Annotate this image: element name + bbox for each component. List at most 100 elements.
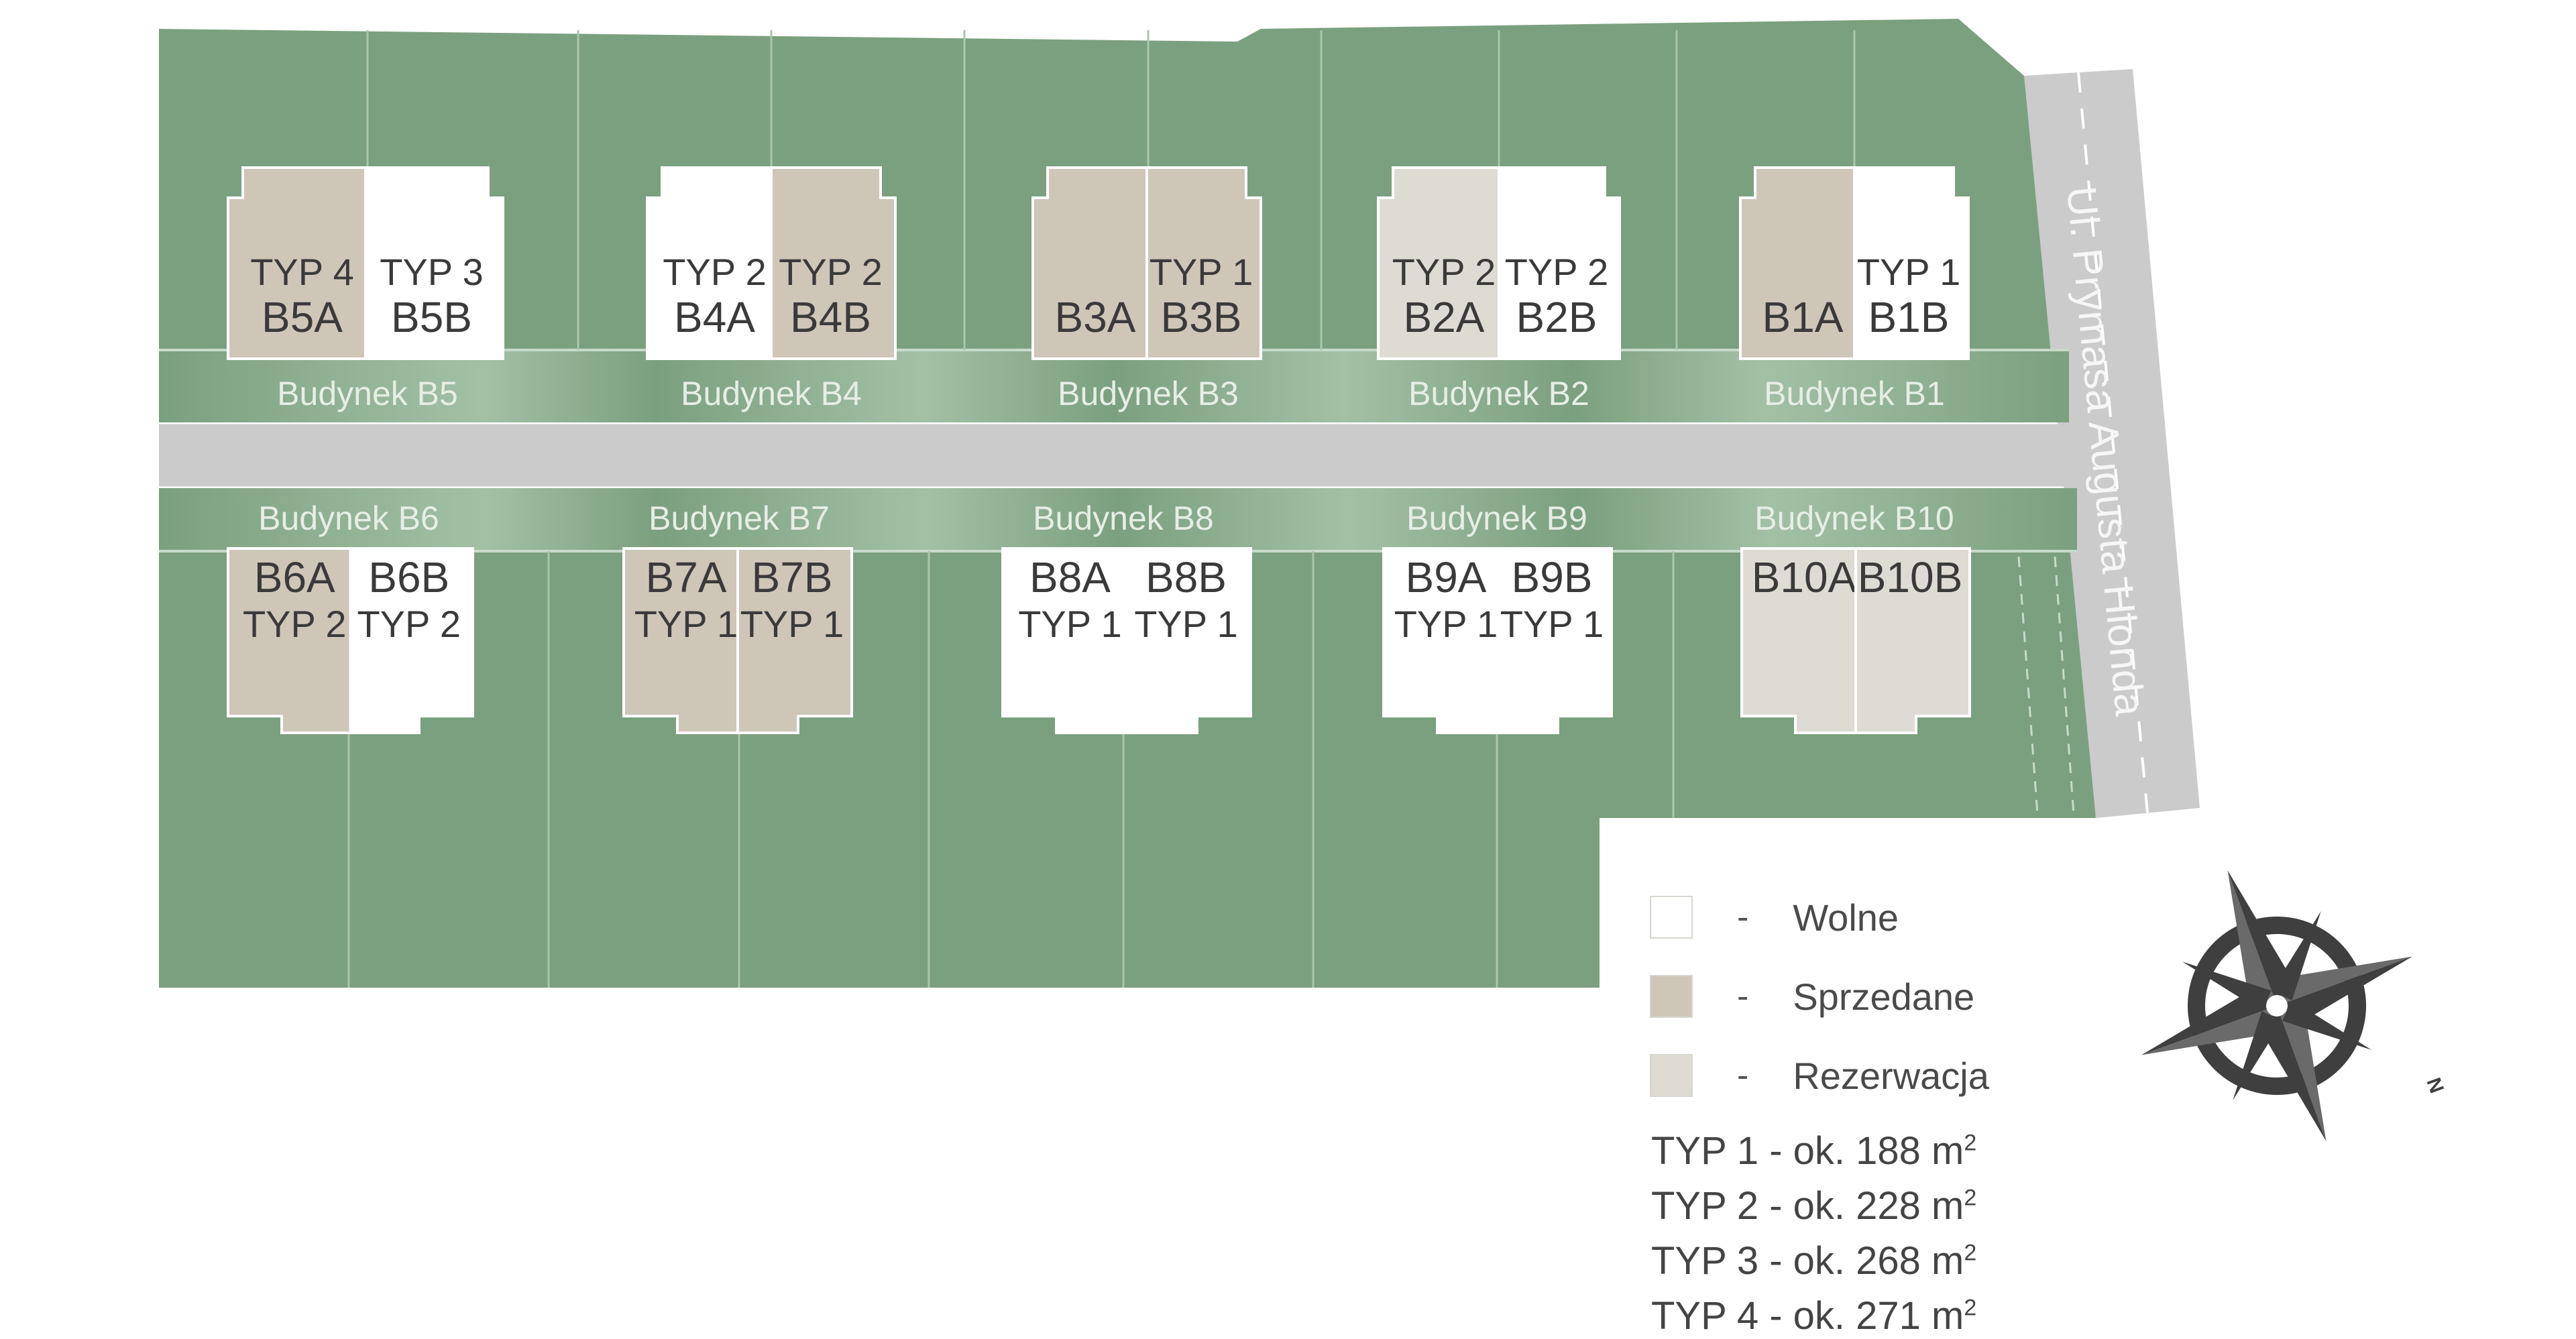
type-area-unit-exponent: 2 [1964,1295,1977,1321]
unit-id-label: B1B [1868,293,1950,341]
building-label: Budynek B5 [277,375,458,412]
unit-type-label: TYP 1 [634,603,738,645]
unit-b3a[interactable]: B3A [1031,166,1148,360]
unit-id-label: B7B [752,553,833,601]
type-area-text: TYP 2 - ok. 228 m [1651,1184,1964,1228]
unit-id-label: B3B [1161,293,1242,341]
legend-swatch [1650,1054,1693,1097]
type-area-text: TYP 1 - ok. 188 m [1651,1129,1964,1173]
unit-shape [1125,547,1252,734]
unit-b10a[interactable]: B10A [1740,547,1857,734]
type-area-line: TYP 4 - ok. 271 m2 [1651,1293,1976,1338]
unit-id-label: B4A [674,293,755,341]
legend-label: Wolne [1793,896,1899,939]
unit-type-label: TYP 1 [1018,603,1122,645]
unit-id-label: B1A [1762,293,1844,341]
compass-north-label: N [2422,1075,2447,1096]
unit-type-label: TYP 1 [1134,603,1238,645]
street-center-line [2077,72,2149,813]
legend-item-wolne: - Wolne [1650,894,1899,941]
unit-id-label: B5B [391,293,472,341]
legend-label: Rezerwacja [1793,1054,1989,1097]
type-area-text: TYP 4 - ok. 271 m [1651,1294,1964,1338]
unit-type-label: TYP 2 [1505,251,1609,293]
unit-type-label: TYP 1 [1500,603,1604,645]
unit-shape [1145,166,1262,360]
unit-id-label: B7A [646,553,727,601]
type-area-unit-exponent: 2 [1964,1185,1977,1211]
unit-type-label: TYP 1 [1394,603,1498,645]
legend-swatch [1650,896,1693,939]
building-label: Budynek B4 [681,375,862,412]
building-label: Budynek B3 [1058,375,1239,412]
unit-id-label: B3A [1055,293,1136,341]
unit-type-label: TYP 1 [1150,251,1253,293]
unit-shape [364,166,504,360]
unit-id-label: B4B [790,293,871,341]
building-label: Budynek B6 [258,500,439,537]
legend-item-rezerwacja: - Rezerwacja [1650,1052,1989,1099]
unit-type-label: TYP 2 [357,603,461,645]
unit-type-label: TYP 2 [779,251,883,293]
unit-id-label: B10B [1858,553,1963,601]
building-label: Budynek B7 [649,500,830,537]
type-area-text: TYP 3 - ok. 268 m [1651,1239,1964,1283]
label-strip-south [159,488,2077,551]
building-label: Budynek B2 [1408,375,1589,412]
type-area-unit-exponent: 2 [1964,1240,1977,1266]
unit-id-label: B8B [1145,553,1227,601]
unit-type-label: TYP 1 [1857,251,1961,293]
unit-id-label: B9B [1512,553,1593,601]
legend-dash: - [1737,898,1749,937]
dashed-boundary-1 [2017,556,2039,815]
dashed-boundary-2 [2054,556,2075,815]
unit-b1a[interactable]: B1A [1739,166,1856,360]
unit-shape [1498,166,1621,360]
building-label: Budynek B1 [1764,375,1945,412]
building-label: Budynek B8 [1033,500,1214,537]
building-labels: Budynek B5 Budynek B4 Budynek B3 Budynek B2… [258,375,1954,537]
unit-b10b[interactable]: B10B [1854,547,1971,734]
type-area-line: TYP 1 - ok. 188 m2 [1651,1128,1976,1173]
unit-shape [1853,166,1970,360]
unit-shape [1854,547,1971,734]
type-area-unit-exponent: 2 [1964,1130,1977,1156]
unit-type-label: TYP 2 [1392,251,1496,293]
type-area-line: TYP 2 - ok. 228 m2 [1651,1183,1976,1228]
unit-id-label: B6B [368,553,449,601]
unit-shape [736,547,853,734]
legend-dash: - [1737,1056,1749,1095]
unit-type-label: TYP 1 [740,603,844,645]
type-area-line: TYP 3 - ok. 268 m2 [1651,1238,1976,1283]
unit-id-label: B2B [1516,293,1598,341]
legend-item-sprzedane: - Sprzedane [1650,973,1974,1020]
legend-swatch [1650,975,1693,1018]
legend-dash: - [1737,977,1749,1016]
compass-rose-icon [2141,870,2413,1142]
internal-road [159,422,2076,488]
unit-type-label: TYP 2 [243,603,347,645]
unit-id-label: B6A [254,553,335,601]
unit-id-label: B8A [1029,553,1111,601]
legend-label: Sprzedane [1793,975,1975,1018]
building-label: Budynek B10 [1754,500,1954,537]
unit-shape [349,547,474,734]
